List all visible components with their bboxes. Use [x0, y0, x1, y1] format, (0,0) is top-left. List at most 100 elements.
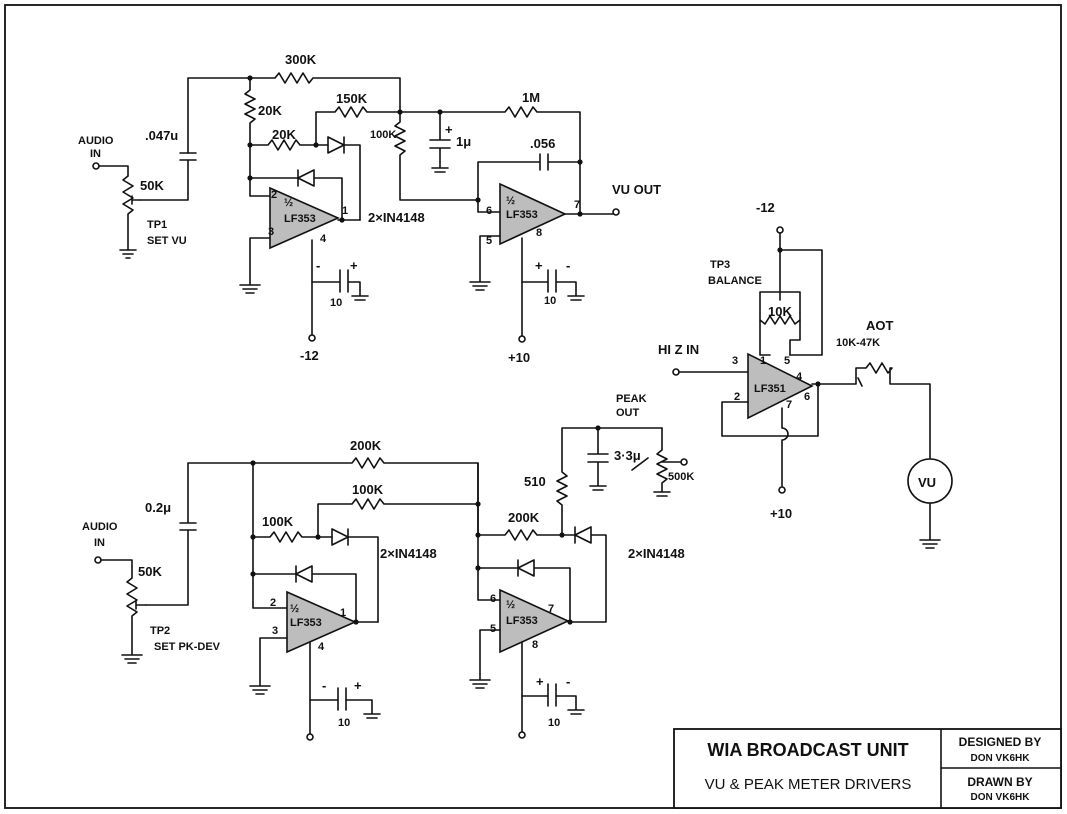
bottom-cap-10-b: 10 — [548, 717, 560, 729]
top-150k-resistor — [315, 106, 401, 146]
bottom-100k-value: 100K — [262, 514, 294, 529]
bottom-circuit: AUDIO IN 50K TP2 SET PK-DEV 0.2μ 200K 10… — [82, 393, 694, 741]
top-opamp-1 — [269, 186, 340, 250]
right-tp3-label: TP3 — [710, 259, 730, 271]
top-tp1-desc: SET VU — [147, 235, 187, 247]
bottom-50k-pot — [100, 559, 143, 664]
right-opamp-pin3: 3 — [732, 355, 738, 367]
top-20k-a-resistor — [244, 77, 256, 146]
right-opamp-pin6: 6 — [804, 391, 810, 403]
bottom-opamp-2-pin5: 5 — [490, 623, 496, 635]
top-cap-1-plus: + — [350, 258, 358, 273]
bottom-opamp-1-half: ½ — [290, 603, 299, 615]
drawing-border — [4, 4, 1062, 809]
bottom-200k-top-value: 200K — [350, 438, 382, 453]
bottom-100k-top-value: 100K — [352, 482, 384, 497]
title-block-title: WIA BROADCAST UNIT — [707, 740, 908, 760]
top-cap-10-b: 10 — [544, 295, 556, 307]
top-vu-out-terminal — [612, 208, 620, 216]
bottom-100k-top-resistor — [317, 498, 479, 536]
bottom-cap-2-plus: + — [536, 674, 544, 689]
top-opamp-1-pin3: 3 — [268, 226, 274, 238]
bottom-audio-in-label-2: IN — [94, 537, 105, 549]
top-50k-pot — [122, 175, 134, 251]
bottom-opamp-2 — [499, 588, 570, 654]
bottom-pot-value: 50K — [138, 564, 162, 579]
bottom-500k-value: 500K — [668, 471, 694, 483]
bottom-opamp-2-pin8: 8 — [532, 639, 538, 651]
bottom-opamp-2-half: ½ — [506, 599, 515, 611]
designed-by-name: DON VK6HK — [971, 753, 1031, 764]
top-audio-in-label-2: IN — [90, 148, 101, 160]
top-opamp-1-pin1: 1 — [342, 205, 348, 217]
bottom-opamp-2-label: LF353 — [506, 615, 538, 627]
bottom-opamp-1-pin1: 1 — [340, 607, 346, 619]
right-opamp-pin4: 4 — [796, 371, 803, 383]
top-opamp-2-pin6: 6 — [486, 205, 492, 217]
top-opamp-2-label: LF353 — [506, 209, 538, 221]
bottom-200k-top-resistor — [252, 457, 479, 536]
bottom-33u-value: 3·3μ — [614, 448, 641, 463]
title-block-subtitle: VU & PEAK METER DRIVERS — [705, 776, 912, 793]
top-circuit: AUDIO IN 50K TP1 SET VU .047u 300K 20K 2… — [78, 52, 661, 365]
top-opamp-2-pin7: 7 — [574, 199, 580, 211]
top-vu-out-label: VU OUT — [612, 182, 661, 197]
right-circuit: -12 TP3 BALANCE 10K HI Z IN LF351 3 1 5 … — [658, 200, 953, 549]
top-opamp-2-pin8: 8 — [536, 227, 542, 239]
vu-meter-label: VU — [918, 475, 936, 490]
bottom-opamp-1 — [286, 590, 357, 654]
right-tp3-desc: BALANCE — [708, 275, 762, 287]
top-opamp-1-half: ½ — [284, 197, 293, 209]
right-rail-pos: +10 — [770, 506, 792, 521]
bottom-peak-out-label-2: OUT — [616, 407, 640, 419]
top-150k-value: 150K — [336, 91, 368, 106]
top-20k-b-resistor — [249, 139, 329, 151]
top-20k-b-value: 20K — [272, 127, 296, 142]
drawn-by-name: DON VK6HK — [971, 792, 1031, 803]
right-opamp-pin1: 1 — [760, 355, 766, 367]
bottom-opamp-2-pin7: 7 — [548, 603, 554, 615]
bottom-opamp-1-pin4: 4 — [318, 641, 325, 653]
top-opamp-1-pin2: 2 — [271, 189, 277, 201]
drawn-by-label: DRAWN BY — [967, 775, 1032, 789]
bottom-input-cap-value: 0.2μ — [145, 500, 171, 515]
designed-by-label: DESIGNED BY — [959, 735, 1042, 749]
top-diodes-label: 2×IN4148 — [368, 210, 425, 225]
top-opamp-1-label: LF353 — [284, 213, 316, 225]
right-opamp-pin5: 5 — [784, 355, 790, 367]
bottom-500k-pot — [653, 427, 671, 497]
top-opamp-1-pin4: 4 — [320, 233, 327, 245]
bottom-cap-2-minus: - — [566, 674, 570, 689]
top-300k-value: 300K — [285, 52, 317, 67]
bottom-510-value: 510 — [524, 474, 546, 489]
top-audio-in-terminal — [92, 162, 100, 170]
bottom-cap-10-a: 10 — [338, 717, 350, 729]
right-opamp — [747, 352, 814, 420]
top-input-cap-value: .047u — [145, 128, 178, 143]
top-rail-neg: -12 — [300, 348, 319, 363]
bottom-audio-in-label: AUDIO — [82, 521, 118, 533]
top-100k-value: 100K — [370, 129, 396, 141]
top-opamp-2 — [499, 182, 567, 246]
right-opamp-pin7: 7 — [786, 399, 792, 411]
bottom-opamp-1-pin3: 3 — [272, 625, 278, 637]
top-056-value: .056 — [530, 136, 555, 151]
top-1m-resistor — [439, 106, 581, 213]
right-opamp-label: LF351 — [754, 383, 786, 395]
bottom-200k-resistor — [477, 462, 563, 541]
top-opamp-2-half: ½ — [506, 195, 515, 207]
right-input-label: HI Z IN — [658, 342, 699, 357]
top-1m-value: 1M — [522, 90, 540, 105]
top-audio-in-label: AUDIO — [78, 135, 114, 147]
top-1u-value: 1μ — [456, 134, 471, 149]
top-100k-pot — [394, 111, 479, 201]
bottom-peak-out-label: PEAK — [616, 393, 647, 405]
bottom-100k-resistor — [252, 462, 333, 543]
top-1u-plus: + — [445, 122, 453, 137]
top-rail-pos: +10 — [508, 350, 530, 365]
bottom-diodes-a-label: 2×IN4148 — [380, 546, 437, 561]
bottom-opamp-2-pin6: 6 — [490, 593, 496, 605]
top-cap-2-plus: + — [535, 258, 543, 273]
bottom-opamp-1-label: LF353 — [290, 617, 322, 629]
